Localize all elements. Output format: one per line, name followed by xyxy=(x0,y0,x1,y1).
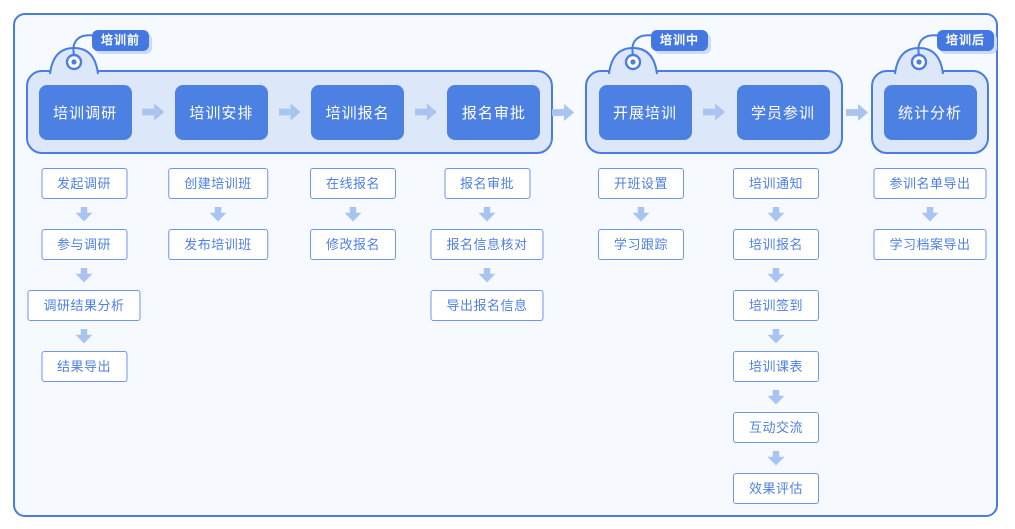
step-node: 培训调研 xyxy=(38,84,132,140)
sub-arrow-slot xyxy=(767,382,785,412)
sub-step-node: 学习跟踪 xyxy=(597,229,685,260)
sub-step-node: 导出报名信息 xyxy=(430,290,544,321)
sub-step-node: 互动交流 xyxy=(732,412,820,443)
sub-flow-column: 报名审批报名信息核对导出报名信息 xyxy=(430,168,544,321)
down-arrow-icon xyxy=(478,267,496,283)
phase-group-3: 培训后统计分析 xyxy=(871,30,995,154)
sub-step-node: 学习档案导出 xyxy=(873,229,987,260)
sub-step-node: 发起调研 xyxy=(40,168,128,199)
sub-flow-column: 发起调研参与调研调研结果分析结果导出 xyxy=(27,168,141,382)
down-arrow-icon xyxy=(767,450,785,466)
sub-step-node: 修改报名 xyxy=(309,229,397,260)
step-arrow-icon xyxy=(703,103,725,121)
sub-step-node: 结果导出 xyxy=(40,351,128,382)
sub-arrow-slot xyxy=(75,321,93,351)
sub-arrow-slot xyxy=(478,199,496,229)
sub-step-node: 调研结果分析 xyxy=(27,290,141,321)
down-arrow-icon xyxy=(767,389,785,405)
step-arrow-icon xyxy=(278,103,301,121)
down-arrow-icon xyxy=(767,206,785,222)
sub-step-node: 培训报名 xyxy=(732,229,820,260)
sub-arrow-slot xyxy=(767,260,785,290)
sub-step-node: 创建培训班 xyxy=(168,168,268,199)
step-node: 统计分析 xyxy=(883,84,977,140)
step-node: 培训安排 xyxy=(174,84,268,140)
sub-step-node: 培训通知 xyxy=(732,168,820,199)
sub-arrow-slot xyxy=(632,199,650,229)
sub-flow-column: 在线报名修改报名 xyxy=(309,168,397,260)
step-node: 培训报名 xyxy=(311,84,405,140)
sub-step-node: 发布培训班 xyxy=(168,229,268,260)
sub-step-node: 开班设置 xyxy=(597,168,685,199)
down-arrow-icon xyxy=(75,206,93,222)
down-arrow-icon xyxy=(767,267,785,283)
sub-arrow-slot xyxy=(344,199,362,229)
sub-flow-column: 创建培训班发布培训班 xyxy=(168,168,268,260)
sub-step-node: 培训课表 xyxy=(732,351,820,382)
down-arrow-icon xyxy=(478,206,496,222)
down-arrow-icon xyxy=(209,206,227,222)
sub-step-node: 报名信息核对 xyxy=(430,229,544,260)
sub-arrow-slot xyxy=(478,260,496,290)
step-arrow-icon xyxy=(414,103,437,121)
sub-flow-column: 开班设置学习跟踪 xyxy=(597,168,685,260)
sub-arrow-slot xyxy=(921,199,939,229)
sub-arrow-slot xyxy=(767,321,785,351)
phase-group-1: 培训前培训调研培训安排培训报名报名审批 xyxy=(26,30,553,154)
down-arrow-icon xyxy=(632,206,650,222)
sub-step-node: 培训签到 xyxy=(732,290,820,321)
step-node: 报名审批 xyxy=(447,84,541,140)
sub-arrow-slot xyxy=(75,199,93,229)
sub-arrow-slot xyxy=(75,260,93,290)
sub-step-node: 效果评估 xyxy=(732,473,820,504)
sub-step-node: 参与调研 xyxy=(40,229,128,260)
sub-step-node: 在线报名 xyxy=(309,168,397,199)
step-node: 学员参训 xyxy=(736,84,830,140)
down-arrow-icon xyxy=(75,267,93,283)
sub-arrow-slot xyxy=(767,443,785,473)
down-arrow-icon xyxy=(344,206,362,222)
sub-step-node: 参训名单导出 xyxy=(873,168,987,199)
sub-flow-column: 参训名单导出学习档案导出 xyxy=(873,168,987,260)
sub-arrow-slot xyxy=(209,199,227,229)
sub-step-node: 报名审批 xyxy=(443,168,531,199)
step-node: 开展培训 xyxy=(598,84,692,140)
sub-flow-column: 培训通知培训报名培训签到培训课表互动交流效果评估 xyxy=(732,168,820,504)
down-arrow-icon xyxy=(767,328,785,344)
down-arrow-icon xyxy=(921,206,939,222)
down-arrow-icon xyxy=(75,328,93,344)
phase-group-2: 培训中开展培训学员参训 xyxy=(585,30,843,154)
step-arrow-icon xyxy=(142,103,165,121)
sub-arrow-slot xyxy=(767,199,785,229)
